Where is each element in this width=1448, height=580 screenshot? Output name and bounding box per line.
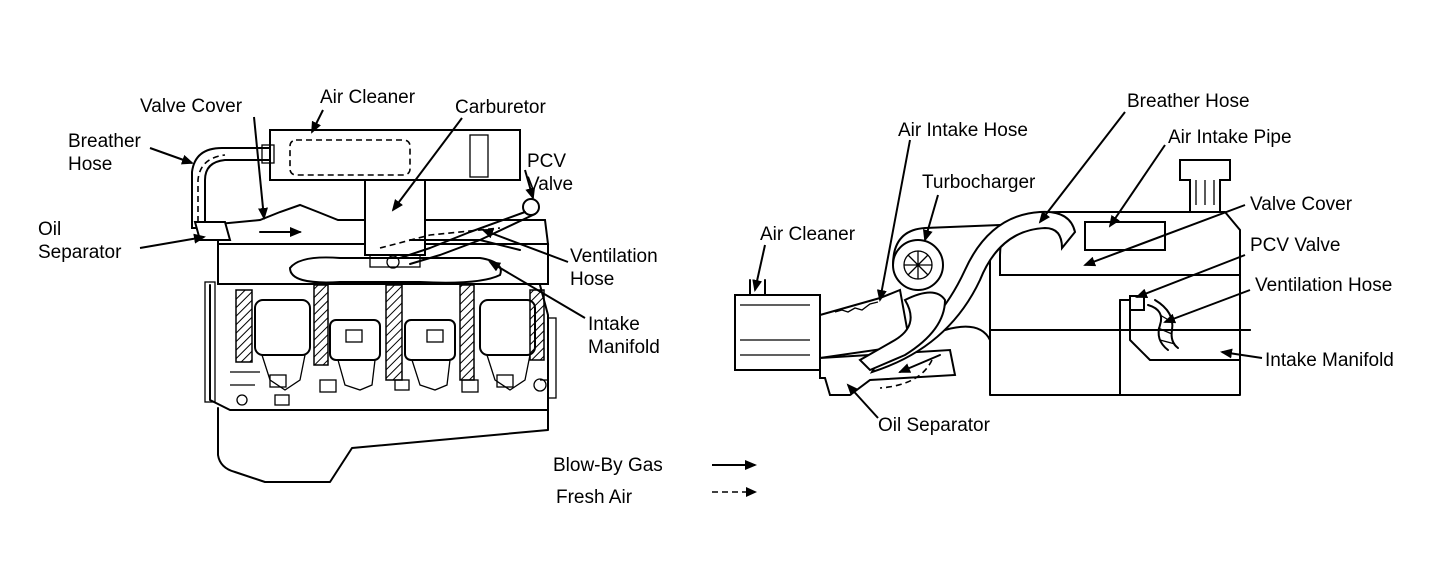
left-label-oil-separator-2: Separator — [38, 242, 122, 263]
left-label-valve-cover: Valve Cover — [140, 96, 243, 117]
right-fitting-ribs — [1195, 180, 1215, 205]
left-cylinder-walls — [235, 284, 545, 381]
left-carb-port — [386, 255, 400, 269]
right-air-intake-hose — [858, 291, 947, 372]
legend: Blow-By Gas Fresh Air — [553, 455, 757, 508]
left-label-intake-manifold-2: Manifold — [588, 337, 660, 358]
legend-dashed-arrowhead — [746, 487, 757, 497]
right-ventilation-hose — [1147, 299, 1179, 351]
left-intake-manifold — [288, 256, 502, 284]
left-oil-pan — [217, 404, 549, 483]
right-turbo-blades — [904, 251, 932, 279]
right-labels: Breather Hose Air Intake Hose Air Intake… — [760, 91, 1394, 436]
left-air-cleaner — [269, 129, 521, 181]
right-label-intake-manifold: Intake Manifold — [1265, 350, 1394, 371]
left-label-ventilation-hose-2: Hose — [570, 269, 614, 290]
left-fresh-air-flow — [379, 227, 501, 249]
left-air-cleaner-clip — [469, 134, 489, 178]
left-breather-fitting — [261, 144, 275, 164]
right-label-ventilation-hose: Ventilation Hose — [1255, 275, 1392, 296]
right-engine-drawing — [734, 159, 1251, 396]
right-intake-manifold — [1119, 299, 1241, 361]
right-label-air-cleaner: Air Cleaner — [760, 224, 856, 245]
left-label-carburetor: Carburetor — [455, 97, 546, 118]
left-label-pcv-valve-2: Valve — [527, 174, 573, 195]
left-label-ventilation-hose-1: Ventilation — [570, 246, 658, 267]
left-leaders — [139, 109, 586, 319]
legend-label-fresh-air: Fresh Air — [556, 487, 633, 508]
right-air-cleaner-ribs — [740, 304, 810, 356]
right-turbo-scroll — [892, 224, 1001, 266]
left-blowby-flow — [409, 239, 521, 251]
left-label-oil-separator-1: Oil — [38, 219, 61, 240]
left-air-filter-element — [289, 139, 411, 176]
right-leaders — [752, 111, 1263, 419]
right-label-pcv-valve: PCV Valve — [1250, 235, 1340, 256]
left-bolt-2 — [236, 394, 248, 406]
legend-label-blow-by-gas: Blow-By Gas — [553, 455, 663, 476]
right-label-breather-hose: Breather Hose — [1127, 91, 1250, 112]
left-labels: Valve Cover Air Cleaner Carburetor Breat… — [38, 87, 660, 358]
right-intake-bellows — [834, 301, 879, 313]
right-intake-pipe — [819, 288, 912, 360]
right-air-intake-pipe — [1084, 221, 1166, 251]
left-label-air-cleaner: Air Cleaner — [320, 87, 416, 108]
left-rear-plate — [547, 317, 557, 399]
right-label-oil-separator: Oil Separator — [878, 415, 991, 436]
left-breather-flow — [197, 154, 226, 222]
right-label-air-intake-hose: Air Intake Hose — [898, 120, 1028, 141]
left-bolt — [533, 378, 547, 392]
right-pcv-valve — [1129, 295, 1145, 311]
right-air-cleaner — [734, 294, 821, 371]
right-label-turbocharger: Turbocharger — [922, 172, 1036, 193]
left-label-pcv-valve-1: PCV — [527, 151, 566, 172]
left-label-intake-manifold-1: Intake — [588, 314, 640, 335]
left-engine-block — [209, 284, 549, 411]
left-engine-drawing — [191, 129, 557, 483]
right-fresh-air-flow — [879, 359, 933, 389]
right-label-valve-cover: Valve Cover — [1250, 194, 1353, 215]
right-air-cleaner-clamp — [749, 279, 766, 296]
right-manifold-curve — [944, 325, 991, 341]
left-block-front-plate — [204, 281, 216, 403]
left-label-breather-hose-1: Breather — [68, 131, 142, 152]
right-engine-body — [989, 299, 1251, 396]
left-pistons — [254, 299, 536, 406]
left-label-breather-hose-2: Hose — [68, 154, 112, 175]
right-blowby-flow — [898, 354, 941, 373]
right-label-air-intake-pipe: Air Intake Pipe — [1168, 127, 1292, 148]
